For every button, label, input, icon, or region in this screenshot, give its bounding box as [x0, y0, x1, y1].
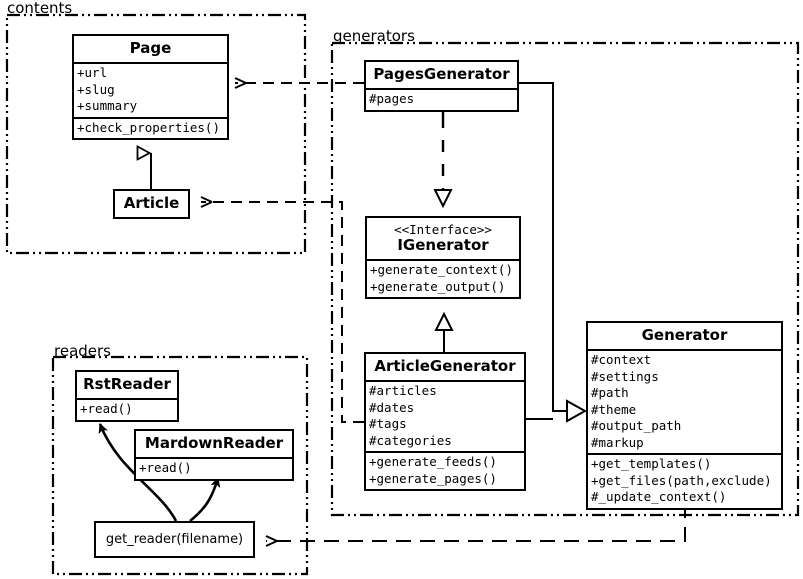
package-label-contents: contents — [5, 0, 75, 17]
class-box-page[interactable]: Page +url +slug +summary +check_properti… — [72, 34, 229, 141]
attribute-item: #categories — [369, 432, 452, 448]
attribute-item: #theme — [591, 401, 637, 417]
class-operations-page: +check_properties() — [74, 116, 227, 139]
class-attributes-pagesgenerator: #pages — [366, 88, 517, 110]
attribute-item: #tags — [369, 416, 407, 432]
class-box-mardownreader[interactable]: MardownReader +read() — [134, 429, 294, 481]
package-frame-readers — [51, 355, 309, 576]
attribute-item: +summary — [77, 98, 138, 114]
attribute-item: #path — [591, 385, 629, 401]
class-title-page: Page — [129, 39, 172, 57]
package-label-readers: readers — [52, 342, 113, 360]
class-operations-igenerator: +generate_context() +generate_output() — [367, 259, 519, 297]
class-operations-mardownreader: +read() — [136, 457, 292, 479]
class-box-article[interactable]: Article — [113, 189, 190, 220]
operation-item: +generate_output() — [370, 278, 506, 294]
package-frame-contents — [5, 13, 307, 255]
operation-item: +read() — [80, 401, 133, 417]
edge-articlegenerator-depends-article — [200, 196, 364, 423]
class-box-igenerator[interactable]: <<Interface>> IGenerator +generate_conte… — [365, 216, 521, 300]
package-frame-generators — [330, 41, 800, 517]
edge-articlegenerator-generalizes-generator — [526, 399, 588, 423]
attribute-item: #dates — [369, 399, 415, 415]
operation-item: +get_files(path,exclude) — [591, 472, 772, 488]
class-operations-articlegenerator: +generate_feeds() +generate_pages() — [366, 451, 524, 489]
edge-articlegenerator-generalizes-igenerator — [434, 311, 454, 352]
class-attributes-articlegenerator: #articles #dates #tags #categories — [366, 380, 524, 451]
class-title-generator: Generator — [641, 326, 728, 344]
class-stereotype-igenerator: <<Interface>> — [394, 222, 492, 237]
attribute-item: #pages — [369, 91, 415, 107]
class-attributes-page: +url +slug +summary — [74, 62, 227, 117]
operation-item: +generate_feeds() — [369, 454, 497, 470]
edge-pagesgenerator-generalizes-generator — [519, 82, 567, 412]
edge-getreader-creates-mardownreader — [189, 477, 221, 523]
class-title-articlegenerator: ArticleGenerator — [374, 357, 516, 375]
operation-item: +generate_context() — [370, 262, 513, 278]
class-name-igenerator: IGenerator — [397, 236, 489, 254]
class-operations-rstreader: +read() — [77, 398, 177, 420]
class-title-article: Article — [123, 194, 180, 212]
attribute-item: #articles — [369, 383, 437, 399]
operation-item: #_update_context() — [591, 489, 727, 505]
class-title-pagesgenerator: PagesGenerator — [373, 65, 510, 83]
class-title-igenerator: <<Interface>> IGenerator — [367, 218, 519, 259]
attribute-item: #markup — [591, 434, 644, 450]
class-title-rstreader: RstReader — [83, 375, 171, 393]
attribute-item: #context — [591, 352, 652, 368]
operation-item: +generate_pages() — [369, 470, 497, 486]
edge-generator-depends-getreader — [265, 503, 686, 547]
class-box-pagesgenerator[interactable]: PagesGenerator #pages — [364, 60, 519, 112]
attribute-item: #settings — [591, 368, 659, 384]
class-box-rstreader[interactable]: RstReader +read() — [75, 370, 179, 422]
class-box-generator[interactable]: Generator #context #settings #path #them… — [586, 321, 783, 510]
operation-item: +check_properties() — [77, 119, 220, 135]
class-box-articlegenerator[interactable]: ArticleGenerator #articles #dates #tags … — [364, 352, 526, 492]
operation-item: +get_templates() — [591, 456, 712, 472]
attribute-item: #output_path — [591, 418, 682, 434]
class-attributes-generator: #context #settings #path #theme #output_… — [588, 349, 781, 453]
attribute-item: +slug — [77, 81, 115, 97]
class-title-mardownreader: MardownReader — [144, 434, 284, 452]
edge-pagesgenerator-realizes-igenerator — [433, 110, 453, 209]
function-box-get-reader[interactable]: get_reader(filename) — [94, 521, 255, 558]
package-label-generators: generators — [331, 27, 417, 45]
attribute-item: +url — [77, 65, 108, 81]
class-operations-generator: +get_templates() +get_files(path,exclude… — [588, 453, 781, 508]
operation-item: +read() — [139, 460, 192, 476]
